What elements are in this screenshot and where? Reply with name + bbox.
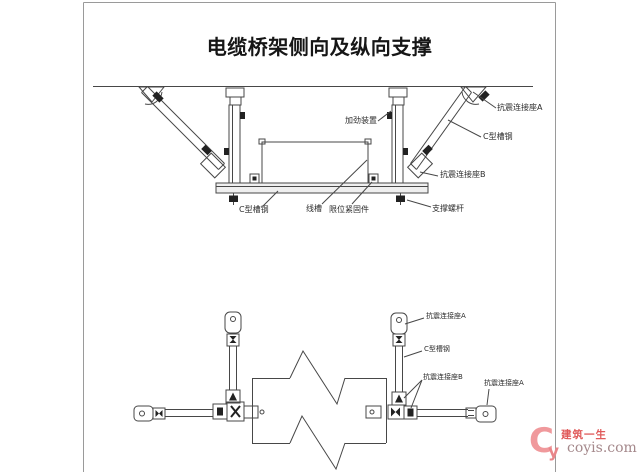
watermark-logo-c: C [529, 421, 554, 461]
label-seismic-seat-b: 抗震连接座B [440, 170, 486, 179]
plan-right-horizontal-rod [365, 404, 497, 423]
plan-left-horizontal-rod [133, 401, 265, 422]
label-plan-channel: C型槽钢 [424, 345, 450, 353]
label-support-screw-rod: 支撑螺杆 [432, 204, 464, 213]
label-stiffener: 加劲装置 [345, 116, 377, 125]
tray-band [252, 349, 387, 471]
plan-view-leader-lines [403, 317, 490, 409]
sheet-frame [83, 2, 556, 472]
label-wire-trough: 线槽 [306, 204, 322, 213]
limit-fasteners [249, 173, 379, 184]
side-view-leader-lines [262, 91, 497, 208]
drawing-title: 电缆桥架侧向及纵向支撑 [206, 35, 433, 59]
plan-right-vertical-rod [390, 312, 408, 406]
label-brace-channel: C型槽钢 [483, 132, 513, 141]
channel-beam [215, 182, 429, 194]
support-screw-bolts [229, 193, 405, 205]
side-view-drawing [93, 86, 533, 208]
plan-view-drawing [133, 311, 497, 471]
right-vertical-hanger [387, 87, 408, 184]
watermark-site: coyis.com [567, 440, 637, 456]
label-plan-seat-a-top: 抗震连接座A [426, 312, 466, 320]
label-plan-seat-a-right: 抗震连接座A [484, 379, 524, 387]
left-vertical-hanger [224, 87, 245, 184]
left-diagonal-brace [137, 86, 227, 179]
watermark-brand: 建筑一生 [561, 429, 607, 441]
cable-trough [258, 138, 372, 184]
label-seismic-seat-a: 抗震连接座A [497, 103, 543, 112]
right-diagonal-brace [406, 86, 490, 179]
label-plan-seat-b: 抗震连接座B [423, 373, 463, 381]
label-beam-channel: C型槽钢 [239, 205, 269, 214]
plan-left-vertical-rod [224, 311, 242, 404]
watermark-logo-y: y [548, 442, 560, 462]
label-limit-fastener: 限位紧固件 [329, 205, 369, 214]
